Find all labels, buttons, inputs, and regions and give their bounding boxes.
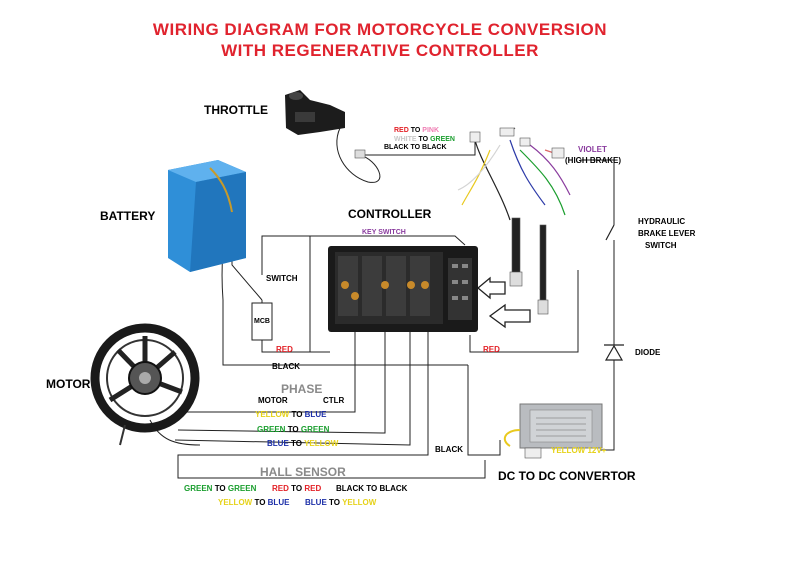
- hall-row-1-c: BLACK TO BLACK: [336, 484, 408, 493]
- phase-header: PHASE: [281, 382, 323, 396]
- battery-pack: [168, 160, 246, 272]
- phase-wire-1: [185, 330, 356, 413]
- black-wire-label-left: BLACK: [272, 362, 300, 371]
- diode-line: [600, 240, 615, 451]
- switch-label: SWITCH: [266, 274, 298, 283]
- phase-wire-3: [174, 330, 411, 446]
- harness-connectors: [469, 127, 565, 315]
- hall-row-1-a: GREEN TO GREEN: [184, 484, 257, 493]
- phase-col-motor: MOTOR: [258, 396, 288, 405]
- key-switch-label: KEY SWITCH: [362, 229, 406, 236]
- harness-arrows: [476, 276, 531, 329]
- title-line-1: WIRING DIAGRAM FOR MOTORCYCLE CONVERSION: [152, 20, 608, 39]
- phase-row-3: BLUE TO YELLOW: [267, 439, 339, 448]
- red-wire-label-right: RED: [483, 345, 500, 354]
- black-main-wire: [467, 365, 501, 456]
- diode-label: DIODE: [635, 348, 661, 357]
- motor-label: MOTOR: [46, 377, 91, 391]
- arrow-upper: [476, 276, 506, 300]
- key-switch-wire: [310, 235, 466, 246]
- battery-label: BATTERY: [100, 209, 156, 223]
- mcb-bottom-wire: [261, 340, 330, 353]
- red-main-wire: [469, 270, 579, 353]
- violet-brake-wire: [580, 159, 615, 225]
- hall-header: HALL SENSOR: [260, 465, 346, 479]
- throttle-wire-row-2: WHITE TO GREEN: [394, 136, 455, 143]
- throttle-wire-row-1: RED TO PINK: [394, 127, 440, 134]
- phase-row-1: YELLOW TO BLUE: [255, 410, 327, 419]
- hydraulic-label-3: SWITCH: [645, 241, 677, 250]
- hydraulic-label-2: BRAKE LEVER: [638, 229, 696, 238]
- phase-row-2: GREEN TO GREEN: [257, 425, 330, 434]
- throttle-grip: [285, 90, 366, 159]
- hall-row-2-b: BLUE TO YELLOW: [305, 498, 377, 507]
- dc-dc-label: DC TO DC CONVERTOR: [498, 469, 636, 483]
- phase-wire-2: [177, 330, 386, 434]
- yellow-12v-label: YELLOW 12V+: [551, 446, 607, 455]
- mcb-box: [251, 302, 273, 341]
- high-brake-label: (HIGH BRAKE): [565, 156, 621, 165]
- title-line-2: WITH REGENERATIVE CONTROLLER: [221, 41, 539, 60]
- hall-row-1-b: RED TO RED: [272, 484, 322, 493]
- mcb-label: MCB: [254, 318, 270, 325]
- arrow-lower: [488, 303, 531, 329]
- controller-unit: [328, 246, 478, 332]
- throttle-label: THROTTLE: [204, 103, 268, 117]
- hall-wire: [177, 330, 486, 479]
- violet-label: VIOLET: [578, 145, 607, 154]
- hall-row-2-a: YELLOW TO BLUE: [218, 498, 290, 507]
- throttle-wire-row-3: BLACK TO BLACK: [384, 144, 447, 151]
- diode-symbol: [604, 344, 624, 361]
- dc-dc-converter: [503, 403, 603, 459]
- throttle-cable: [336, 127, 381, 183]
- switch-wire: [261, 235, 311, 352]
- throttle-to-harness-wire: [365, 140, 476, 156]
- hydraulic-switch: [605, 224, 615, 241]
- phase-col-ctlr: CTLR: [323, 396, 345, 405]
- hub-motor: [90, 323, 200, 446]
- red-wire-label-left: RED: [276, 345, 293, 354]
- controller-label: CONTROLLER: [348, 207, 432, 221]
- black-wire-label-bottom: BLACK: [435, 445, 463, 454]
- hydraulic-label-1: HYDRAULIC: [638, 217, 686, 226]
